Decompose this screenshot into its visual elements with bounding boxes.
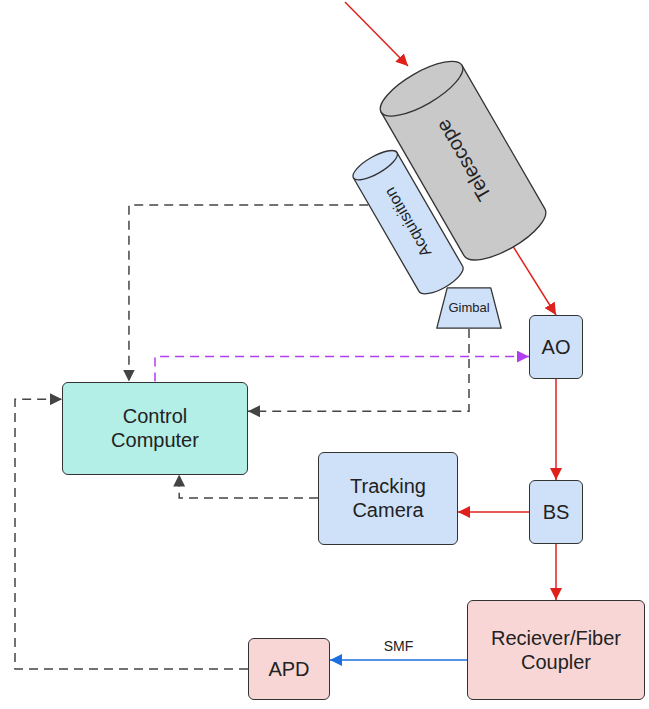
node-label: Reciever/Fiber Coupler <box>476 626 636 674</box>
node-label: APD <box>268 657 309 681</box>
gimbal-mount: Gimbal <box>436 287 502 329</box>
process-box: BS <box>529 480 583 544</box>
trapezoid-body <box>437 288 501 328</box>
signal-connector <box>179 475 318 499</box>
signal-connector <box>511 243 556 315</box>
node-label: Tracking Camera <box>328 474 448 522</box>
edge-label: SMF <box>382 638 416 655</box>
node-label: BS <box>543 500 570 524</box>
incoming-beam <box>345 2 408 66</box>
signal-connector <box>155 357 529 382</box>
node-label: AO <box>542 335 571 359</box>
node-label: Control Computer <box>90 404 220 452</box>
cylinder-cap <box>373 51 470 126</box>
signal-connector <box>555 379 557 480</box>
receiver-box: Reciever/Fiber Coupler <box>467 600 645 700</box>
signal-connector <box>555 544 557 600</box>
camera-box: Tracking Camera <box>318 452 458 545</box>
node-label: Gimbal <box>448 300 489 316</box>
signal-connector <box>129 205 368 381</box>
signal-connector <box>458 511 529 513</box>
signal-connector <box>248 329 469 411</box>
signal-connector <box>330 659 467 661</box>
process-box: AO <box>529 315 583 379</box>
detector-box: APD <box>248 638 330 700</box>
cylinder-cap <box>349 145 401 185</box>
computer-box: Control Computer <box>62 382 248 475</box>
